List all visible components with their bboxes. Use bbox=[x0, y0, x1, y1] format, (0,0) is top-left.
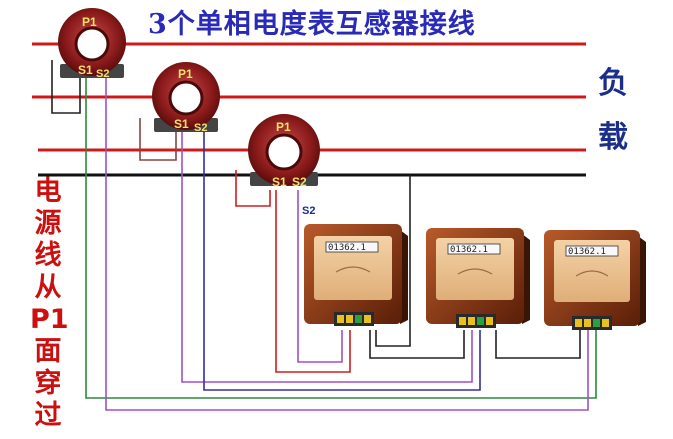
source-label-char: 穿 bbox=[34, 368, 62, 399]
source-label-char: 线 bbox=[34, 240, 62, 271]
energy-meter-2: 01362.1 bbox=[426, 228, 530, 328]
wire-ct2-s2 bbox=[203, 132, 481, 391]
terminal bbox=[459, 317, 466, 325]
wire-ct2-base bbox=[139, 118, 177, 161]
terminal bbox=[602, 319, 609, 327]
wiring bbox=[51, 60, 597, 411]
energy-meter-3: 01362.1 bbox=[544, 230, 646, 330]
energy-meter-1: 01362.1 bbox=[304, 224, 408, 326]
wire-ct3-s2 bbox=[297, 190, 343, 363]
terminal bbox=[468, 317, 475, 325]
ct-p1-label: P1 bbox=[276, 120, 291, 134]
wire-neutral-m3 bbox=[495, 330, 581, 359]
terminal bbox=[575, 319, 582, 327]
ct-s2-label: S2 bbox=[96, 68, 109, 80]
ct-p1-label: P1 bbox=[178, 67, 193, 81]
meter-display bbox=[565, 245, 619, 257]
meter-dial bbox=[575, 270, 609, 277]
meter-display bbox=[447, 243, 501, 255]
diagram-title: 3个单相电度表互感器接线 bbox=[148, 9, 476, 40]
wire-ct3-s1 bbox=[275, 190, 351, 373]
source-label-char: 过 bbox=[34, 400, 62, 431]
current-transformer-2: P1 S1 S2 bbox=[152, 62, 220, 134]
source-label-char: 源 bbox=[34, 208, 62, 239]
meter-reading: 01362.1 bbox=[450, 245, 488, 255]
meter-reading: 01362.1 bbox=[568, 247, 606, 257]
ct-s2-label: S2 bbox=[194, 122, 207, 134]
s2-extra-label: S2 bbox=[302, 205, 315, 217]
load-label-char-1: 负 bbox=[598, 66, 628, 101]
ct-s2-label: S2 bbox=[292, 175, 307, 189]
source-label-char: 从 bbox=[34, 272, 62, 303]
meter-dial bbox=[335, 266, 371, 273]
ct-hole bbox=[265, 133, 303, 171]
terminal bbox=[337, 315, 344, 323]
wire-ct2-s1 bbox=[181, 132, 473, 383]
source-label-char: 面 bbox=[34, 336, 62, 367]
wire-ct1-s1 bbox=[85, 78, 597, 399]
meter-reading: 01362.1 bbox=[328, 243, 366, 253]
wire-neutral-m2 bbox=[369, 330, 465, 359]
wire-ct1-s2 bbox=[105, 78, 589, 411]
terminal bbox=[486, 317, 493, 325]
ct-hole bbox=[74, 26, 110, 62]
terminal bbox=[346, 315, 353, 323]
ct-s1-label: S1 bbox=[174, 117, 189, 131]
source-label-char: P1 bbox=[30, 304, 69, 335]
terminal bbox=[593, 319, 600, 327]
current-transformer-1: P1 S1 S2 bbox=[58, 8, 126, 80]
terminal bbox=[364, 315, 371, 323]
wire-ct1-base bbox=[51, 60, 81, 114]
current-transformer-3: P1 S1 S2 bbox=[248, 114, 320, 189]
ct-p1-label: P1 bbox=[82, 15, 97, 29]
source-label-char: 电 bbox=[34, 176, 62, 207]
wire-ct3-base bbox=[235, 170, 271, 207]
source-label: 电 源 线 从 P1 面 穿 过 bbox=[30, 176, 69, 432]
terminal bbox=[584, 319, 591, 327]
wire-neutral-m1 bbox=[375, 175, 411, 347]
meter-display bbox=[325, 241, 379, 253]
meter-dial bbox=[457, 268, 493, 275]
terminal bbox=[477, 317, 484, 325]
load-label-char-2: 载 bbox=[598, 120, 628, 155]
terminal bbox=[355, 315, 362, 323]
ct-s1-label: S1 bbox=[78, 63, 93, 77]
ct-s1-label: S1 bbox=[272, 175, 287, 189]
ct-hole bbox=[168, 80, 204, 116]
